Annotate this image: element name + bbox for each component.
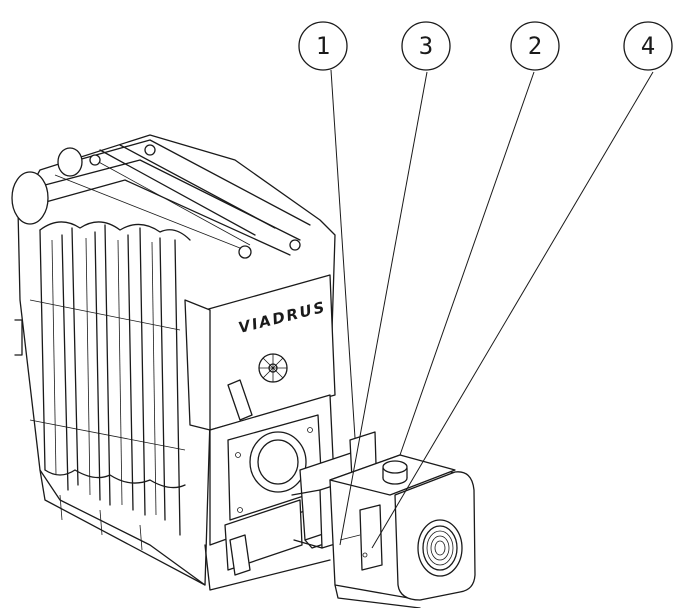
pellet-burner xyxy=(329,454,476,608)
boiler-front-door: VIADRUS xyxy=(184,274,336,431)
leader-line-4 xyxy=(371,71,654,549)
leader-lines xyxy=(330,69,654,549)
callout-4: 4 xyxy=(623,21,673,71)
leader-line-3 xyxy=(339,71,428,546)
callout-1-label: 1 xyxy=(316,32,330,60)
callout-4-label: 4 xyxy=(641,32,655,60)
callout-2-label: 2 xyxy=(528,32,542,60)
boiler-body xyxy=(11,134,336,586)
leader-line-2 xyxy=(399,71,535,456)
leader-line-1 xyxy=(330,69,356,439)
callout-1: 1 xyxy=(298,21,348,71)
callout-3-label: 3 xyxy=(419,32,433,60)
burner-fan-grille-icon xyxy=(417,519,463,577)
fan-rosette-icon xyxy=(258,353,288,383)
callout-3: 3 xyxy=(401,21,451,71)
callout-2: 2 xyxy=(510,21,560,71)
